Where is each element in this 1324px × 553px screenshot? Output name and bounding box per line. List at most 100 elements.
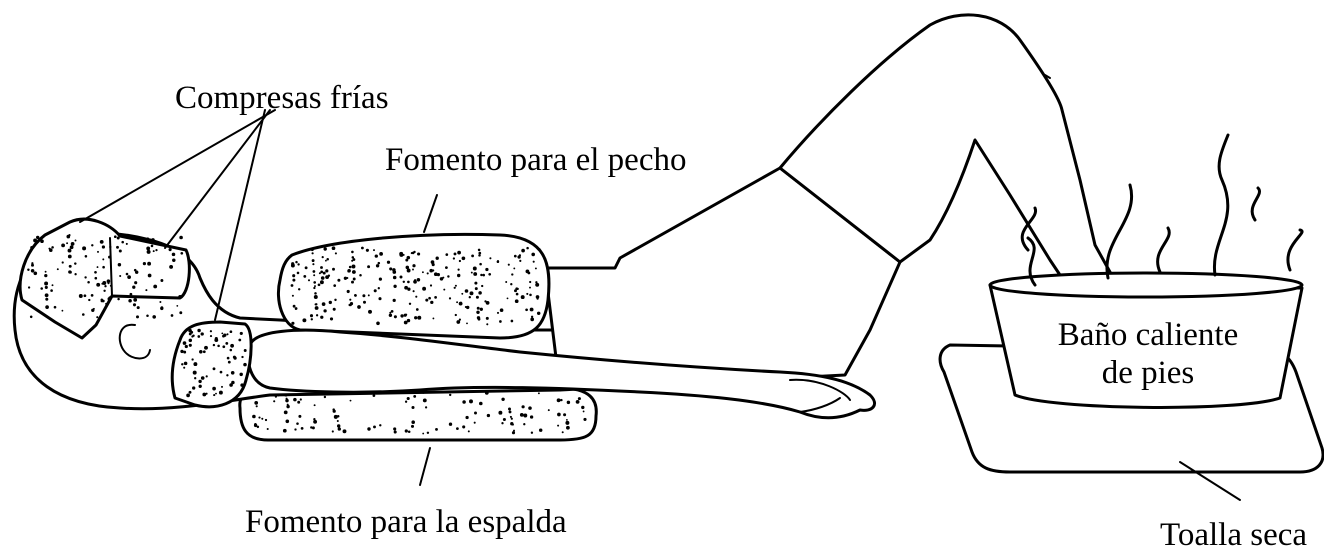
texture-dot: [478, 291, 482, 295]
texture-dot: [202, 392, 207, 397]
texture-dot: [510, 417, 513, 420]
texture-dot: [226, 374, 229, 377]
texture-dot: [200, 376, 205, 380]
texture-dot: [121, 240, 124, 244]
texture-dot: [365, 248, 369, 252]
texture-dot: [78, 294, 83, 298]
texture-dot: [117, 297, 120, 301]
texture-dot: [393, 427, 397, 431]
texture-dot: [84, 276, 87, 279]
neck-compress: [170, 320, 253, 409]
texture-dot: [102, 258, 105, 261]
texture-dot: [474, 411, 477, 415]
texture-dot: [40, 239, 44, 244]
texture-dot: [67, 248, 72, 253]
texture-dot: [243, 349, 247, 352]
texture-dot: [510, 283, 513, 286]
texture-dot: [422, 286, 427, 291]
texture-dot: [186, 393, 190, 398]
texture-dot: [447, 275, 450, 278]
texture-dot: [501, 422, 504, 425]
texture-dot: [116, 245, 119, 249]
leader-compress-to-eye-a: [79, 109, 276, 223]
texture-dot: [118, 249, 122, 253]
texture-dot: [44, 285, 48, 289]
texture-dot: [426, 431, 430, 435]
texture-dot: [312, 263, 315, 266]
texture-dot: [392, 270, 397, 274]
texture-dot: [456, 427, 459, 430]
texture-dot: [368, 309, 372, 314]
texture-dot: [132, 303, 137, 307]
label-back-fomentation: Fomento para la espalda: [245, 504, 567, 540]
texture-dot: [171, 252, 176, 257]
texture-dot: [68, 270, 72, 274]
texture-dot: [155, 249, 158, 252]
texture-dot: [505, 281, 508, 283]
texture-dot: [74, 239, 77, 242]
texture-dot: [346, 277, 349, 279]
texture-dot: [332, 408, 335, 411]
texture-dot: [286, 404, 290, 409]
texture-dot: [213, 394, 216, 397]
texture-dot: [458, 301, 463, 306]
texture-dot: [583, 417, 587, 421]
texture-dot: [435, 256, 439, 260]
texture-dot: [457, 268, 460, 271]
texture-dot: [393, 315, 397, 319]
texture-dot: [40, 287, 43, 290]
texture-dot: [393, 284, 397, 288]
texture-dot: [566, 419, 568, 421]
texture-dot: [258, 416, 261, 419]
texture-dot: [454, 313, 457, 317]
texture-dot: [61, 309, 64, 312]
texture-dot: [240, 383, 244, 387]
texture-dot: [526, 292, 529, 295]
texture-dot: [426, 272, 429, 275]
texture-dot: [45, 305, 49, 309]
texture-dot: [530, 315, 534, 318]
texture-dot: [44, 293, 49, 298]
texture-dot: [536, 297, 539, 300]
texture-dot: [311, 259, 315, 263]
texture-dot: [470, 271, 473, 274]
texture-dot: [476, 316, 481, 320]
texture-dot: [313, 286, 316, 290]
texture-dot: [388, 313, 393, 317]
texture-dot: [499, 320, 502, 323]
texture-dot: [421, 271, 424, 274]
texture-dot: [44, 281, 49, 286]
texture-dot: [376, 321, 380, 326]
texture-dot: [311, 252, 314, 255]
texture-dot: [69, 245, 74, 250]
texture-dot: [529, 280, 532, 284]
texture-dot: [153, 284, 158, 289]
texture-dot: [160, 306, 164, 311]
texture-dot: [221, 385, 223, 388]
texture-dot: [229, 348, 233, 352]
texture-dot: [479, 307, 483, 311]
texture-dot: [509, 415, 512, 418]
texture-dot: [209, 335, 213, 338]
texture-dot: [136, 315, 139, 319]
texture-dot: [393, 430, 397, 434]
texture-dot: [183, 350, 187, 354]
texture-dot: [461, 256, 466, 261]
texture-dot: [529, 415, 534, 419]
texture-dot: [515, 292, 519, 296]
texture-dot: [547, 409, 550, 412]
texture-dot: [536, 311, 541, 316]
texture-dot: [294, 428, 297, 431]
texture-dot: [377, 261, 381, 265]
texture-dot: [566, 425, 570, 430]
texture-dot: [70, 242, 75, 246]
texture-dot: [429, 284, 433, 287]
texture-dot: [117, 262, 122, 267]
texture-dot: [44, 270, 47, 273]
texture-dot: [461, 292, 464, 295]
texture-dot: [556, 398, 561, 403]
texture-dot: [146, 237, 150, 240]
texture-dot: [291, 321, 295, 325]
texture-dot: [188, 338, 193, 343]
texture-dot: [168, 248, 172, 252]
